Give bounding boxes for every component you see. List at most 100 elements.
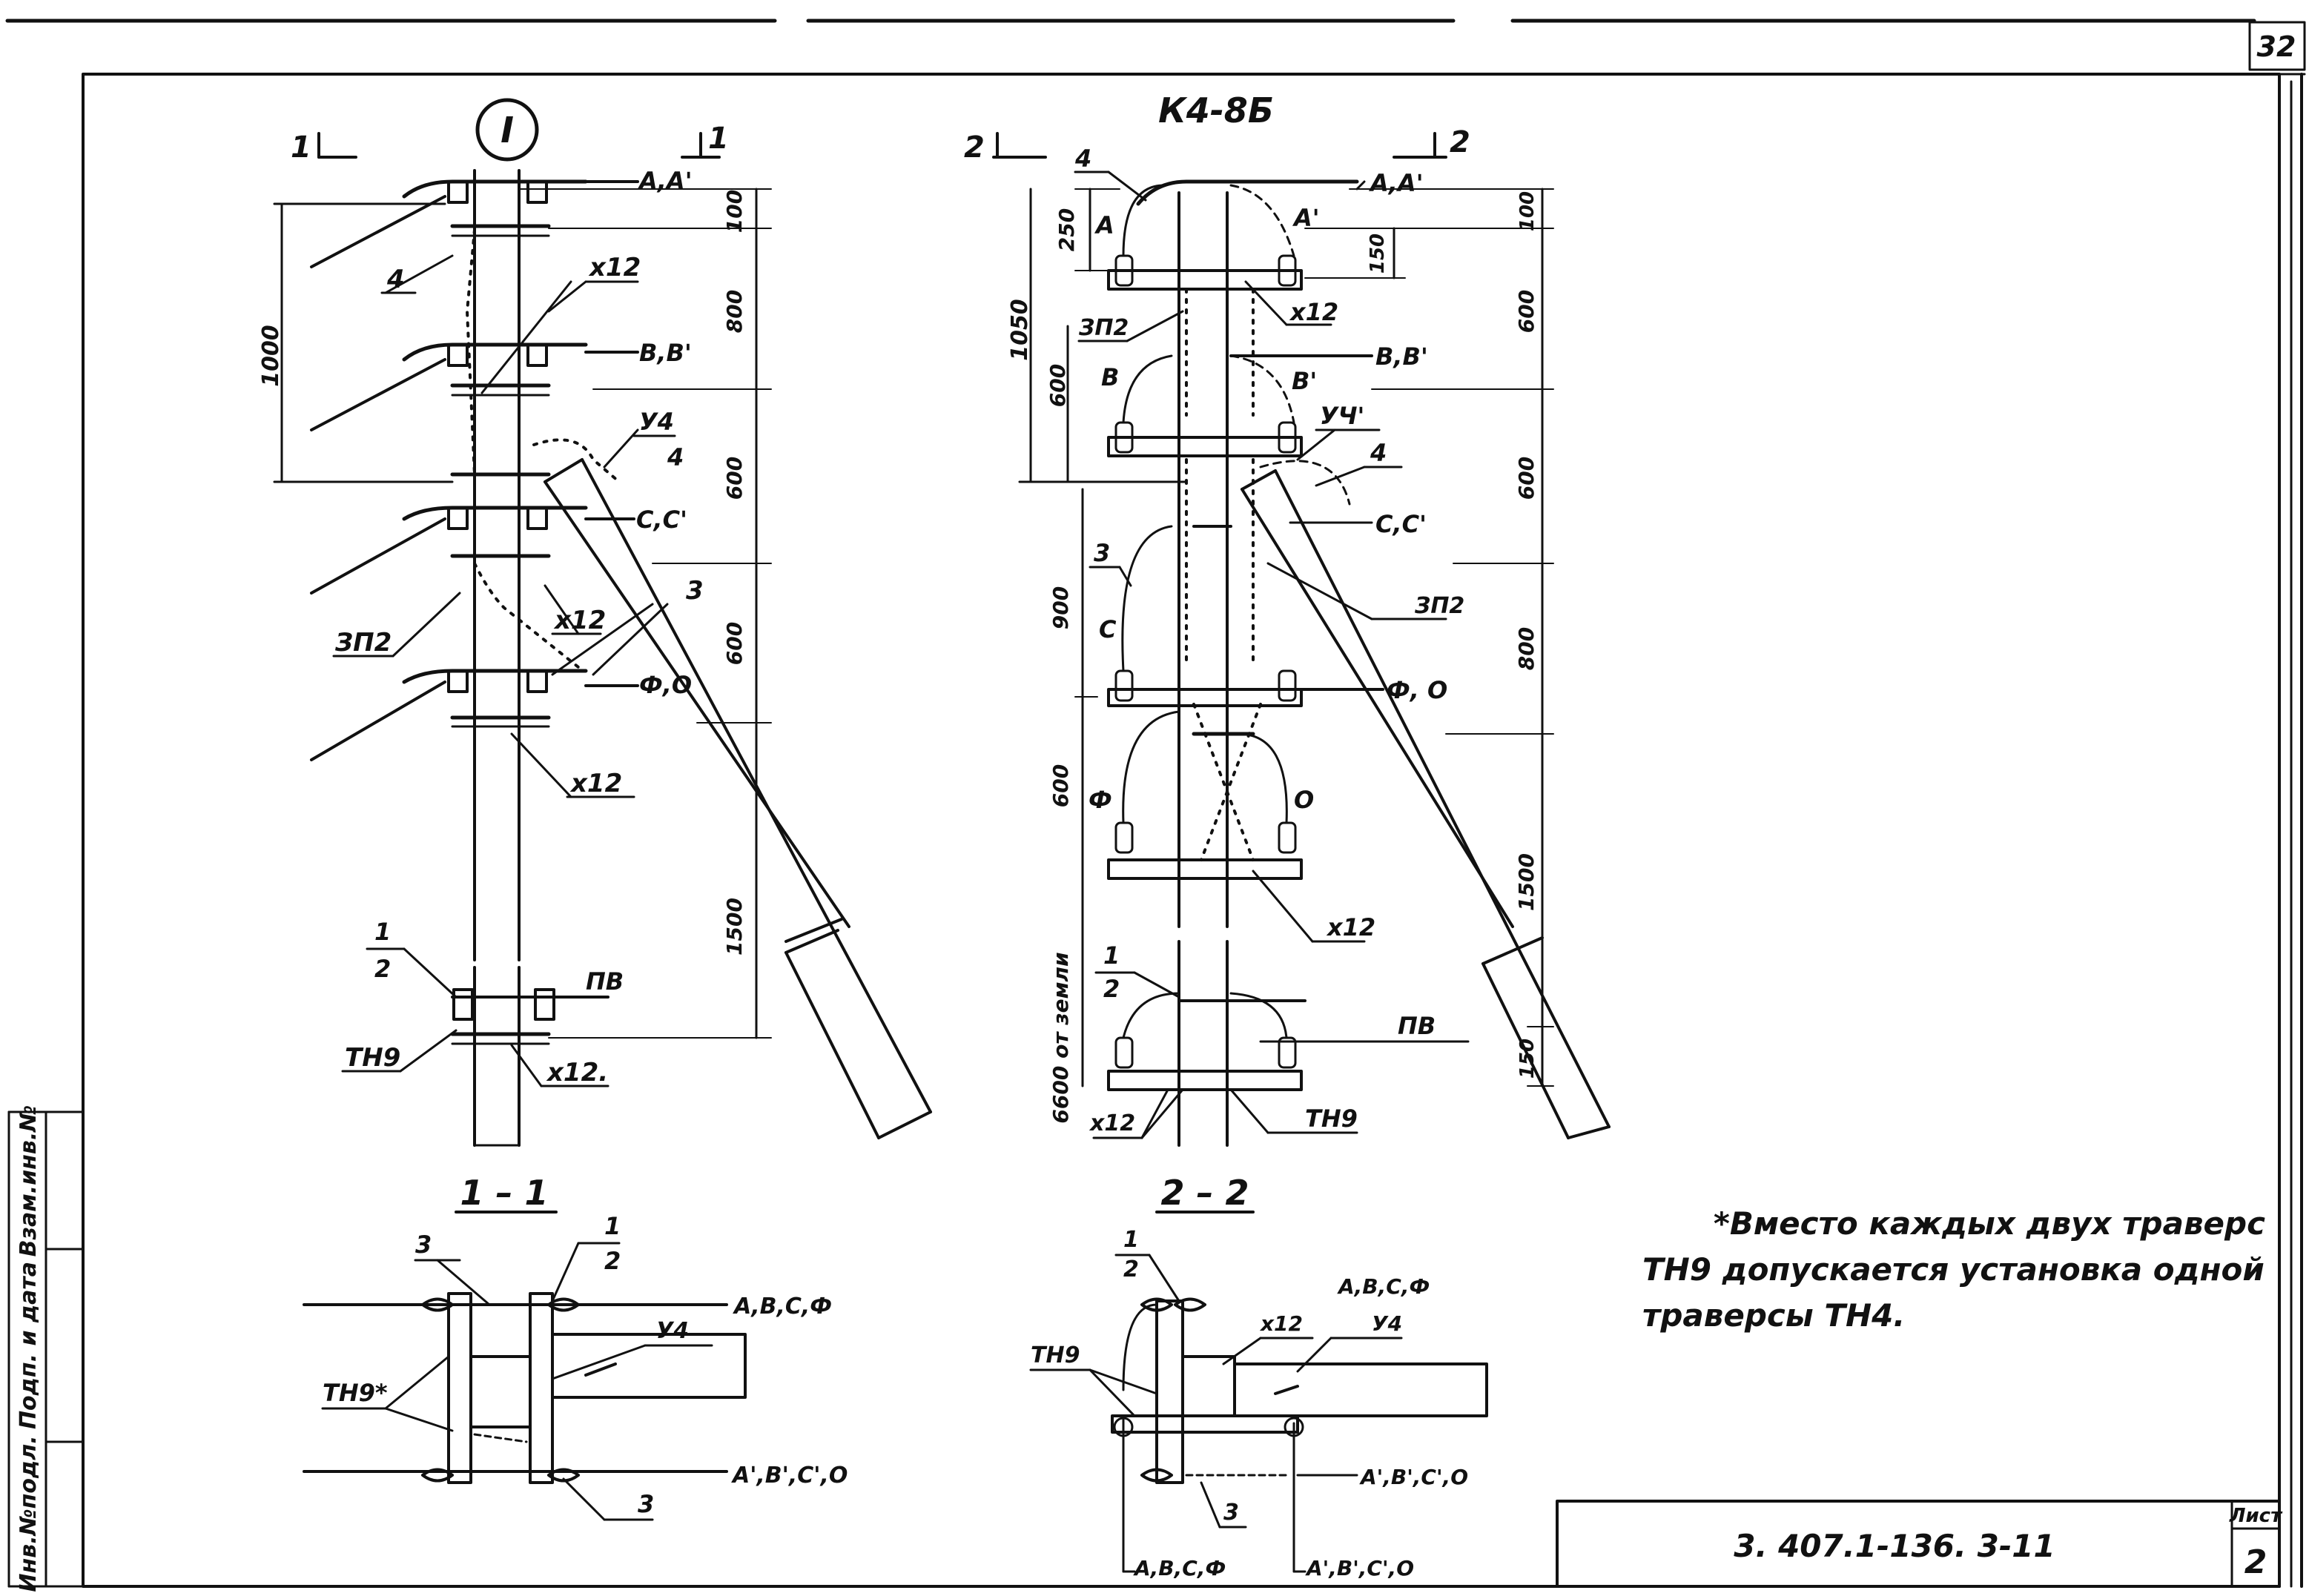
svg-text:600: 600 xyxy=(1048,764,1073,807)
strut-right xyxy=(1241,469,1611,1139)
note: *Вместо каждых двух траверс ТН9 допускае… xyxy=(1642,1205,2265,1334)
section-2-2: 2 – 2 1 2 А,В,С,Ф х12 У4 ТН9 А',В',С',О xyxy=(1029,1173,1488,1580)
stamp-sign-date: Подп. и дата xyxy=(16,1262,42,1429)
svg-text:А,А': А,А' xyxy=(1368,169,1423,197)
svg-text:4: 4 xyxy=(386,265,405,294)
right-wire-letters: А А' В В' С Ф О xyxy=(1089,204,1320,814)
svg-text:100: 100 xyxy=(722,190,747,233)
section-mark-1-left: 1 xyxy=(291,130,357,165)
section-1-1: 1 – 1 3 1 2 А,В,С,Ф У4 ТН9* А',В',С',О xyxy=(303,1173,848,1521)
svg-text:1: 1 xyxy=(1103,941,1120,970)
left-dimensions: 1000 100 800 600 600 1500 xyxy=(258,188,772,1039)
strut-left xyxy=(544,458,932,1139)
pole-left xyxy=(473,169,521,1147)
svg-text:У4: У4 xyxy=(639,408,674,436)
svg-text:3: 3 xyxy=(638,1490,654,1518)
crossarm-level-5: ПВ xyxy=(450,967,624,1045)
crossarm-level-2: В,В' xyxy=(310,339,692,431)
svg-text:2: 2 xyxy=(1450,125,1470,159)
svg-text:ТН9: ТН9 xyxy=(1305,1105,1358,1133)
svg-text:У4: У4 xyxy=(1372,1311,1402,1336)
svg-text:С: С xyxy=(1099,615,1117,643)
svg-text:2: 2 xyxy=(604,1247,621,1275)
svg-text:х12: х12 xyxy=(588,253,641,282)
svg-text:2: 2 xyxy=(1103,975,1120,1003)
svg-text:800: 800 xyxy=(1514,627,1539,670)
svg-text:х12: х12 xyxy=(1259,1311,1303,1336)
right-elevation-view: К4-8Б 2 2 xyxy=(964,90,1611,1147)
svg-text:100: 100 xyxy=(1516,191,1539,231)
svg-text:ПВ: ПВ xyxy=(586,967,624,996)
svg-text:А,В,С,Ф: А,В,С,Ф xyxy=(1133,1556,1226,1580)
svg-text:Ф,О: Ф,О xyxy=(639,671,692,699)
grounding-wire-left xyxy=(466,228,580,669)
section-mark-1-right: 1 xyxy=(681,122,729,159)
svg-text:250: 250 xyxy=(1054,208,1079,251)
svg-text:900: 900 xyxy=(1048,586,1073,629)
svg-text:х12: х12 xyxy=(1326,913,1375,941)
svg-text:3: 3 xyxy=(686,576,704,606)
right-phase-labels: А,А' В,В' С,С' Ф, О ПВ xyxy=(1289,169,1447,1043)
title-block: 3. 407.1-136. 3-11 Лист 2 xyxy=(1556,1500,2283,1588)
section-mark-2-left: 2 xyxy=(964,130,1047,165)
svg-text:С,С': С,С' xyxy=(1375,510,1427,538)
pole-right xyxy=(1177,191,1229,1147)
svg-text:В,В': В,В' xyxy=(1375,342,1428,371)
svg-text:600: 600 xyxy=(722,622,747,665)
svg-text:2: 2 xyxy=(964,130,985,165)
svg-text:А,В,С,Ф: А,В,С,Ф xyxy=(1337,1274,1430,1299)
svg-text:О: О xyxy=(1294,786,1314,814)
crossarm-level-3: С,С' xyxy=(310,472,687,595)
svg-text:600: 600 xyxy=(1046,364,1070,407)
svg-text:1: 1 xyxy=(708,122,729,156)
svg-text:ТН9: ТН9 xyxy=(1031,1342,1080,1368)
svg-text:х12.: х12. xyxy=(546,1058,608,1087)
svg-text:800: 800 xyxy=(722,290,747,333)
svg-text:1: 1 xyxy=(291,130,311,165)
svg-text:4: 4 xyxy=(667,443,684,471)
svg-text:600: 600 xyxy=(1514,457,1539,500)
svg-text:А,В,С,Ф: А,В,С,Ф xyxy=(733,1294,832,1319)
svg-text:х12: х12 xyxy=(1089,1110,1135,1136)
svg-text:6600 от земли: 6600 от земли xyxy=(1048,952,1073,1123)
stamp-replace-inv: Взам.инв.№ xyxy=(16,1105,42,1257)
crossarm-level-1: А,А' xyxy=(310,167,692,268)
svg-text:3: 3 xyxy=(415,1231,432,1259)
left-part-labels: 4 х12 х12 х12 х12. У4 4 ЗП2 3 1 xyxy=(332,253,704,1087)
drawing-designation: 3. 407.1-136. 3-11 xyxy=(1734,1528,2055,1564)
right-crossarms xyxy=(1107,179,1470,1091)
svg-text:1500: 1500 xyxy=(1514,853,1539,911)
svg-text:150: 150 xyxy=(1367,234,1389,274)
svg-text:В: В xyxy=(1101,363,1119,391)
note-line-1: *Вместо каждых двух траверс xyxy=(1714,1205,2265,1242)
svg-text:4: 4 xyxy=(1370,439,1387,467)
right-insulators xyxy=(1114,254,1297,1069)
svg-text:ЗП2: ЗП2 xyxy=(1078,315,1129,341)
svg-text:х12: х12 xyxy=(553,606,606,635)
sheet-frame xyxy=(5,19,2306,1588)
detail-marker: I xyxy=(501,110,514,151)
svg-text:Ф, О: Ф, О xyxy=(1387,676,1447,704)
svg-text:ТН9*: ТН9* xyxy=(323,1379,388,1407)
svg-text:1000: 1000 xyxy=(258,325,284,387)
svg-text:А',В',С',О: А',В',С',О xyxy=(731,1463,848,1489)
svg-text:х12: х12 xyxy=(569,769,622,798)
svg-text:1: 1 xyxy=(374,918,391,946)
crossarm-level-4: Ф,О xyxy=(310,669,692,761)
svg-text:С,С': С,С' xyxy=(636,506,687,534)
section-2-2-title: 2 – 2 xyxy=(1160,1173,1249,1213)
svg-text:150: 150 xyxy=(1516,1039,1539,1079)
right-dimensions: 250 150 1050 600 900 600 6600 от земли 1… xyxy=(1007,188,1554,1124)
svg-text:2: 2 xyxy=(1123,1256,1139,1282)
svg-text:У4: У4 xyxy=(656,1318,689,1344)
svg-text:А',В',С',О: А',В',С',О xyxy=(1305,1556,1414,1580)
section-mark-2-right: 2 xyxy=(1393,125,1470,159)
svg-text:1: 1 xyxy=(604,1212,621,1240)
svg-text:3: 3 xyxy=(1223,1500,1239,1526)
svg-text:х12: х12 xyxy=(1289,298,1338,326)
svg-text:УЧ': УЧ' xyxy=(1320,402,1364,430)
stamp-inv-number: Инв.№подл. xyxy=(16,1435,42,1592)
detail-marker-circle xyxy=(475,98,539,162)
svg-text:В,В': В,В' xyxy=(639,339,692,367)
